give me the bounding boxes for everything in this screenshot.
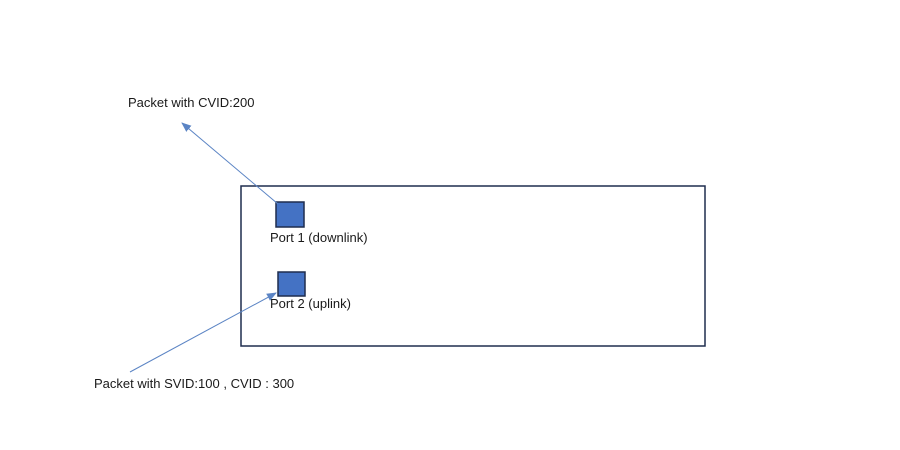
device-box bbox=[240, 185, 706, 347]
port-2-label: Port 2 (uplink) bbox=[270, 296, 351, 311]
outgoing-packet-label: Packet with CVID:200 bbox=[128, 95, 255, 110]
port-1-label: Port 1 (downlink) bbox=[270, 230, 368, 245]
port-2-square[interactable] bbox=[277, 271, 306, 297]
incoming-arrow bbox=[129, 292, 277, 373]
outgoing-arrow bbox=[181, 122, 279, 205]
port-1-square[interactable] bbox=[275, 201, 305, 228]
incoming-packet-label: Packet with SVID:100 , CVID : 300 bbox=[94, 376, 295, 391]
